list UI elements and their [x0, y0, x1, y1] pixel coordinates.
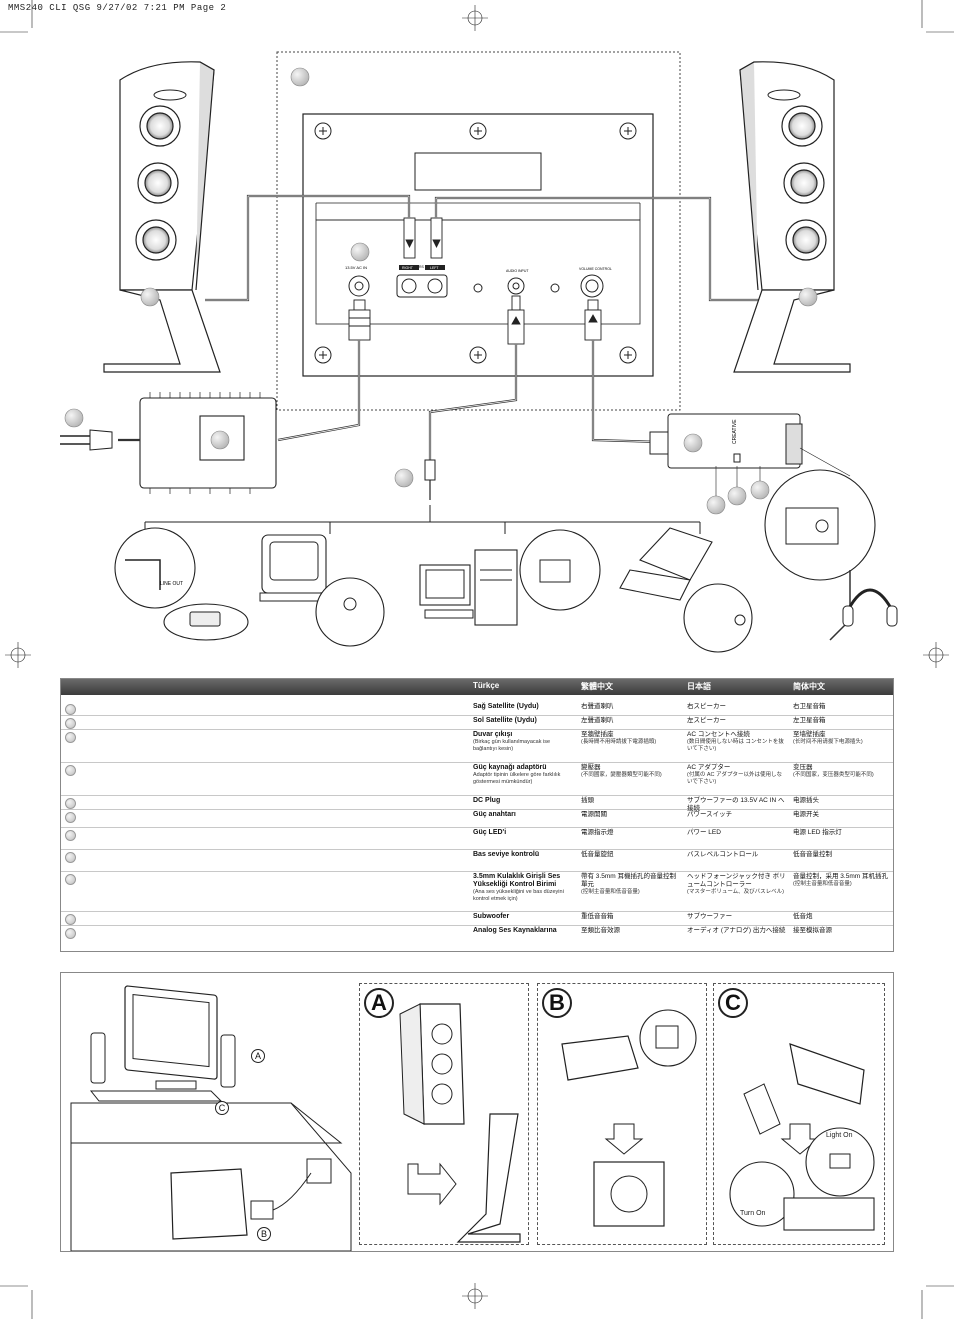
item-number-marker — [65, 812, 76, 823]
legend-row: Duvar çıkışı(Birkaç gün kullanılmayacak … — [61, 729, 893, 763]
legend-row: Güç LED'i 電源指示燈 パワー LED 电源 LED 指示灯 — [61, 827, 893, 850]
registration-marks — [0, 1283, 954, 1319]
legend-row: Sol Satellite (Uydu) 左聲道喇叭 左スピーカー 左卫星音箱 — [61, 715, 893, 730]
audio-input-label: AUDIO INPUT — [506, 269, 529, 273]
legend-header: Türkçe 繁體中文 日本語 简体中文 — [61, 679, 893, 695]
item-number-marker — [65, 928, 76, 939]
step-c-tag: C — [215, 1101, 229, 1115]
step-a-letter: A — [364, 988, 394, 1018]
step-b-panel: B — [537, 983, 707, 1245]
desk-scene — [70, 985, 352, 1251]
satellite-stand-illustration — [399, 1003, 521, 1243]
item-number-marker — [65, 830, 76, 841]
right-label: RIGHT — [402, 266, 414, 270]
col-traditional-chinese: 繁體中文 — [581, 682, 613, 691]
item-number-marker — [65, 798, 76, 809]
col-japanese: 日本語 — [687, 682, 711, 691]
print-header: MMS240 CLI QSG 9/27/02 7:21 PM Page 2 — [8, 3, 227, 13]
col-turkish: Türkçe — [473, 681, 500, 690]
assembly-section: A C B A B C — [60, 972, 894, 1252]
step-a-panel: A — [359, 983, 529, 1245]
volume-pod-illustration — [729, 1043, 875, 1231]
item-number-marker — [65, 704, 76, 715]
light-on-label: Light On — [826, 1132, 853, 1139]
left-label: LEFT — [430, 266, 439, 270]
connection-diagram: 13.5V AC IN SPEAKERS RIGHT LEFT AUDIO IN… — [0, 0, 954, 668]
step-b-letter: B — [542, 988, 572, 1018]
volume-control-label: VOLUME CONTROL — [579, 267, 612, 271]
col-simplified-chinese: 简体中文 — [793, 682, 825, 691]
legend-row: 3.5mm Kulaklık Girişli Ses Yüksekliği Ko… — [61, 871, 893, 912]
step-c-panel: C Light On Turn On — [713, 983, 885, 1245]
power-adapter-illustration — [561, 1009, 697, 1227]
legend-row: DC Plug 插頭 サブウーファーの 13.5V AC IN へ接続 电源插头 — [61, 795, 893, 812]
legend-row: Subwoofer 重低音音箱 サブウーファー 低音炮 — [61, 911, 893, 926]
item-number-marker — [65, 914, 76, 925]
legend-table: Türkçe 繁體中文 日本語 简体中文 Sağ Satellite (Uydu… — [60, 678, 894, 952]
item-number-marker — [65, 852, 76, 863]
legend-row: Bas seviye kontrolü 低音量旋鈕 バスレベルコントロール 低音… — [61, 849, 893, 872]
step-c-letter: C — [718, 988, 748, 1018]
legend-row: Analog Ses Kaynaklarına 至類比音效源 オーディオ (アナ… — [61, 925, 893, 949]
legend-row: Sağ Satellite (Uydu) 右聲道喇叭 右スピーカー 右卫星音箱 — [61, 701, 893, 716]
item-number-marker — [65, 765, 76, 776]
line-out-label: LINE OUT — [160, 581, 183, 587]
item-number-marker — [65, 874, 76, 885]
step-a-tag: A — [251, 1049, 265, 1063]
legend-row: Güç anahtarı 電源開關 パワースイッチ 电源开关 — [61, 809, 893, 828]
item-number-marker — [65, 718, 76, 729]
turn-on-label: Turn On — [740, 1210, 766, 1217]
ac-in-label: 13.5V AC IN — [345, 265, 367, 270]
step-b-tag: B — [257, 1227, 271, 1241]
item-number-marker — [65, 732, 76, 743]
creative-brand-label: CREATIVE — [732, 419, 738, 444]
